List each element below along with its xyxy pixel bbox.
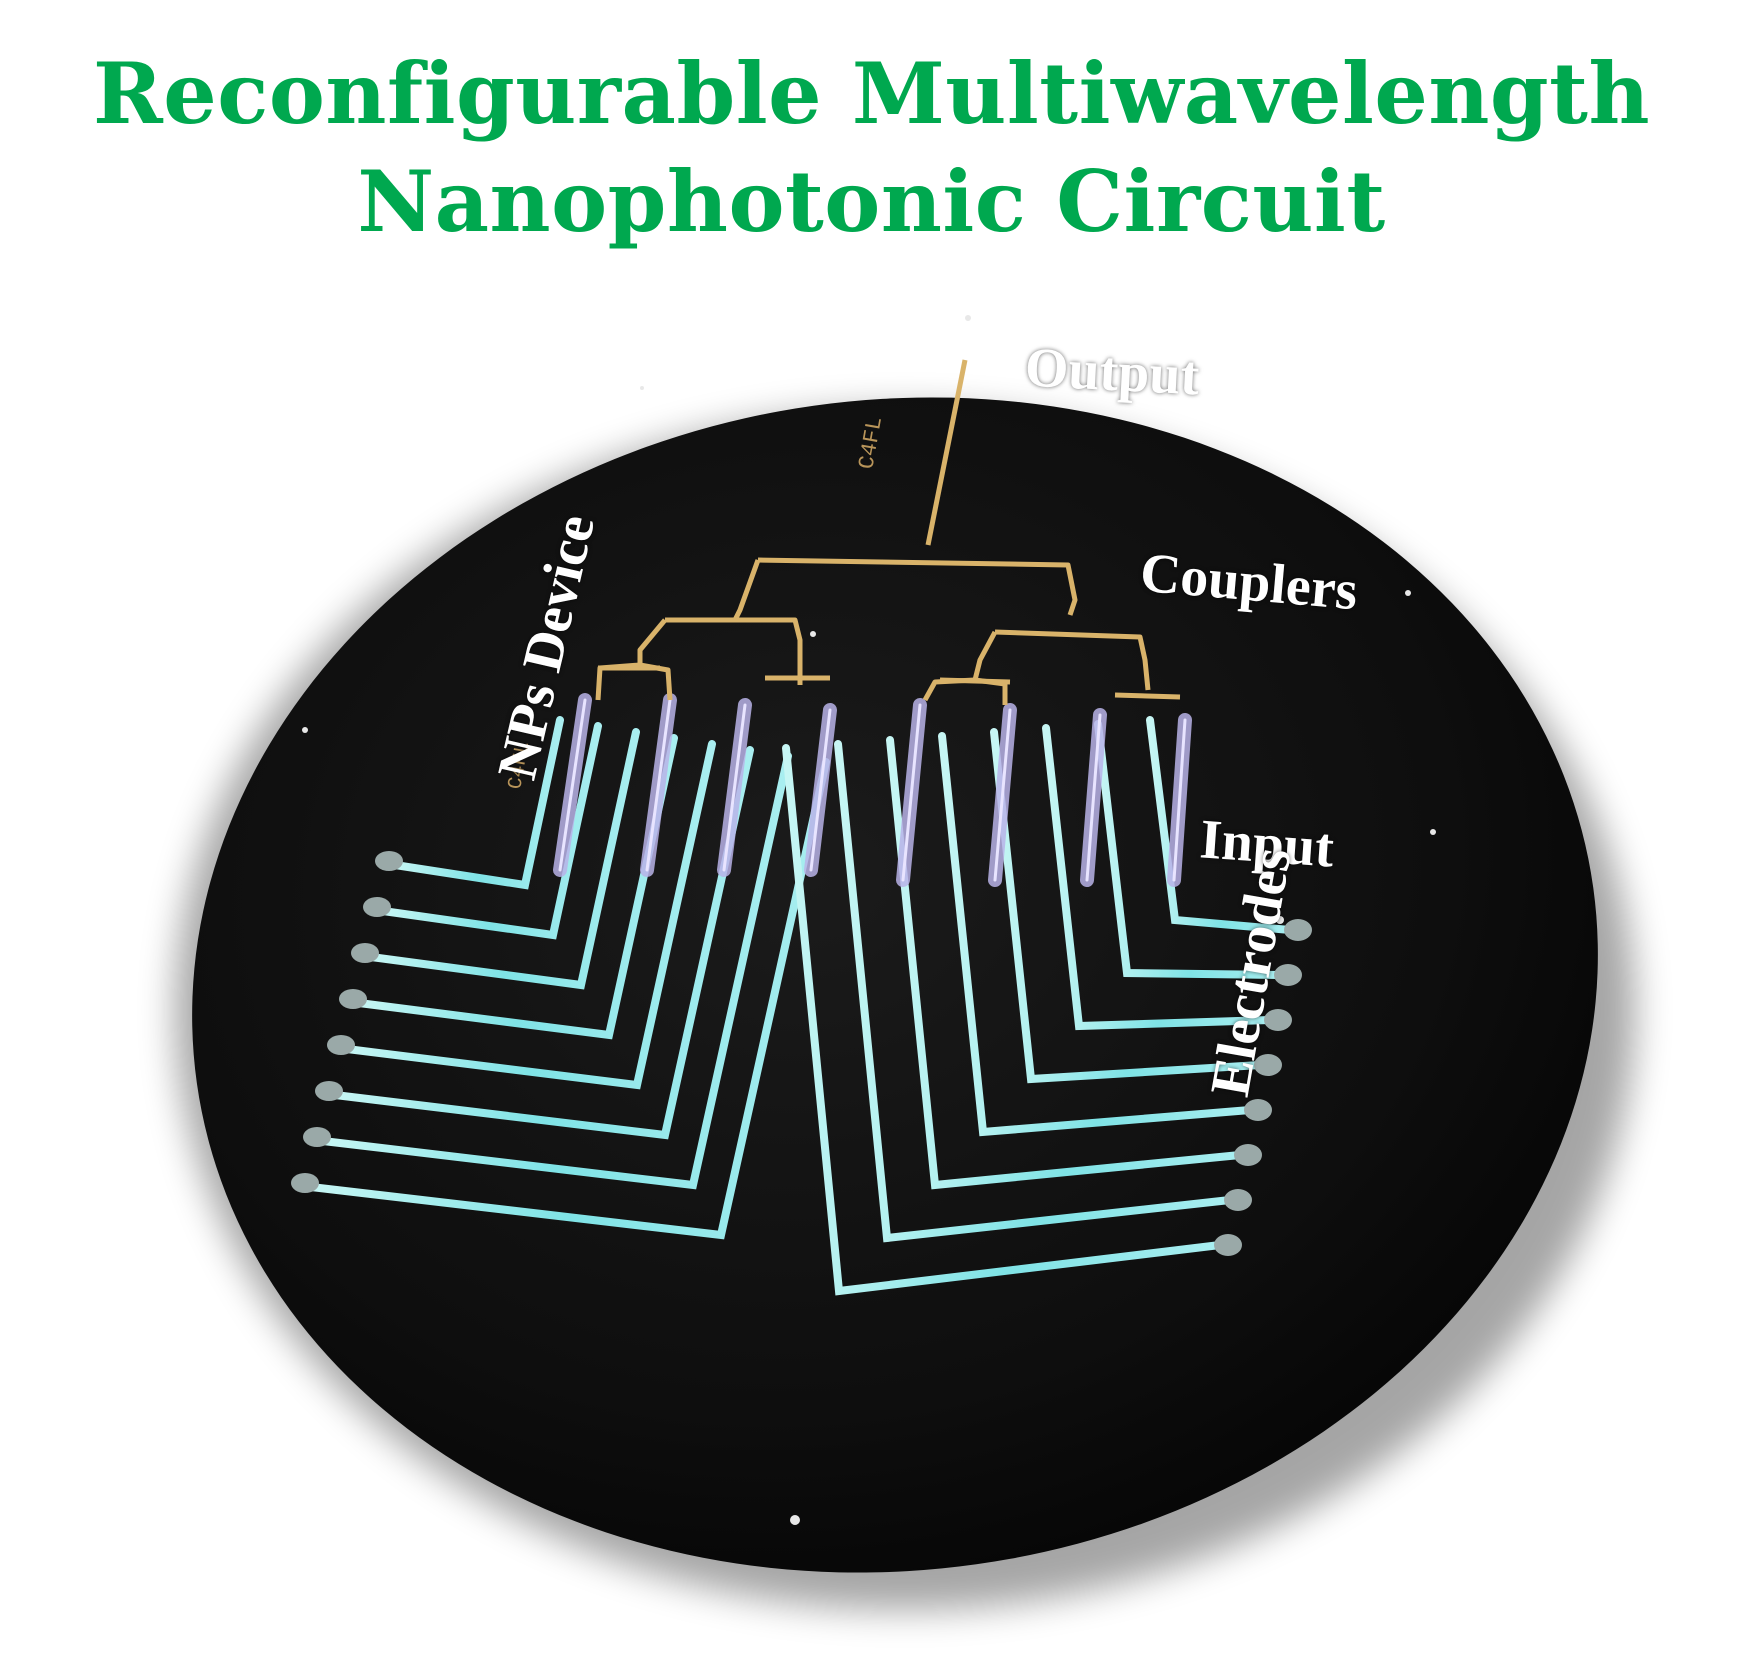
device-bar-highlight bbox=[558, 698, 587, 872]
electrode-trace bbox=[379, 722, 602, 940]
electrode-pad bbox=[315, 1081, 343, 1101]
electrode-pad bbox=[339, 989, 367, 1009]
title-line-2: Nanophotonic Circuit bbox=[357, 152, 1386, 251]
electrode-trace bbox=[331, 746, 754, 1140]
coupler-tree bbox=[595, 359, 1181, 705]
electrode-trace bbox=[834, 740, 1234, 1243]
electrode-pad bbox=[1284, 919, 1312, 941]
electrode-trace bbox=[307, 758, 830, 1240]
electrode-trace bbox=[367, 728, 640, 990]
device-bar-highlight bbox=[993, 708, 1012, 882]
label-output: Output bbox=[1023, 336, 1201, 408]
electrode-pad bbox=[1274, 964, 1302, 986]
electrode-pad bbox=[327, 1035, 355, 1055]
electrode-trace bbox=[1094, 720, 1284, 979]
electrode-pad bbox=[1254, 1054, 1282, 1076]
title-line-1: Reconfigurable Multiwavelength bbox=[92, 44, 1651, 143]
device-bar-highlight bbox=[645, 698, 672, 872]
chip-disc bbox=[192, 397, 1598, 1573]
electrode-pad bbox=[1214, 1234, 1242, 1256]
electrode-trace bbox=[1042, 724, 1274, 1031]
device-bar-highlight bbox=[901, 703, 922, 882]
right-electrodes bbox=[782, 716, 1312, 1296]
electrode-trace bbox=[990, 728, 1264, 1084]
electrode-pad bbox=[1224, 1189, 1252, 1211]
electrode-trace bbox=[886, 736, 1244, 1190]
electrode-pad bbox=[363, 897, 391, 917]
electrode-pad bbox=[375, 851, 403, 871]
device-bar-highlight bbox=[1085, 713, 1102, 882]
electrode-trace bbox=[343, 740, 716, 1090]
electrode-pad bbox=[1234, 1144, 1262, 1166]
electrode-trace bbox=[1146, 716, 1294, 934]
electrode-pad bbox=[351, 943, 379, 963]
electrode-pad bbox=[303, 1127, 331, 1147]
electrode-trace bbox=[938, 732, 1254, 1137]
device-bar-highlight bbox=[809, 708, 832, 872]
electrode-trace bbox=[782, 744, 1224, 1296]
electrode-pad bbox=[1264, 1009, 1292, 1031]
page-title: Reconfigurable Multiwavelength Nanophoto… bbox=[0, 40, 1743, 256]
nps-device-bars bbox=[553, 693, 1192, 887]
electrode-trace bbox=[391, 716, 564, 890]
electrode-pad bbox=[1244, 1099, 1272, 1121]
dust-specks bbox=[302, 315, 1436, 1525]
electrode-trace bbox=[319, 752, 792, 1190]
device-bar-highlight bbox=[1172, 718, 1187, 882]
electrode-pad bbox=[291, 1173, 319, 1193]
device-bar-highlight bbox=[722, 703, 747, 872]
